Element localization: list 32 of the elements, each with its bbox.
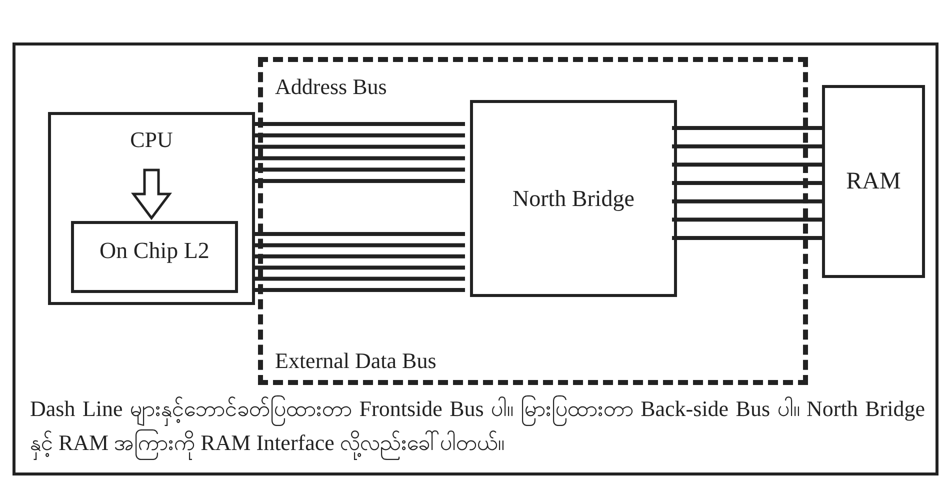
bus-line	[255, 232, 465, 236]
bus-line	[255, 156, 465, 160]
box-label: RAM	[845, 168, 902, 195]
box-label: CPU	[129, 127, 174, 153]
bus-line	[672, 218, 822, 222]
bus-line	[255, 243, 465, 248]
bus-label: Address Bus	[275, 74, 387, 100]
bus-line	[255, 168, 465, 172]
box-label: On Chip L2	[98, 238, 210, 264]
bus-line	[672, 199, 822, 204]
bus-line	[255, 276, 465, 281]
bus-line	[672, 126, 822, 130]
bus-line	[255, 133, 465, 138]
bus-line	[255, 266, 465, 270]
cache-box	[71, 221, 238, 293]
bus-line	[255, 254, 465, 258]
bus-line	[255, 288, 465, 292]
bus-line	[255, 144, 465, 149]
ram-box	[822, 85, 925, 278]
caption-text: Dash Line များနှင့်ဘောင်ခတ်ပြထားတာ Frontside Bus ပါ။ မြားပြထားတာ Back-side Bus ပါ။ North Bridge နှင့် RAM အကြားကို RAM Interface လို့လည်းခေါ်ပါတယ်။	[30, 392, 925, 460]
bus-line	[672, 144, 822, 148]
box-label: North Bridge	[511, 186, 636, 212]
bus-line	[672, 181, 822, 185]
bus-line	[672, 162, 822, 167]
bus-line	[672, 236, 822, 240]
cpu-box	[48, 112, 255, 305]
dashed-region	[258, 57, 808, 385]
bus-line	[255, 179, 465, 183]
bus-label: External Data Bus	[275, 348, 436, 374]
bus-line	[255, 122, 465, 126]
north-bridge-box	[470, 100, 677, 297]
hollow-arrow	[131, 168, 172, 220]
